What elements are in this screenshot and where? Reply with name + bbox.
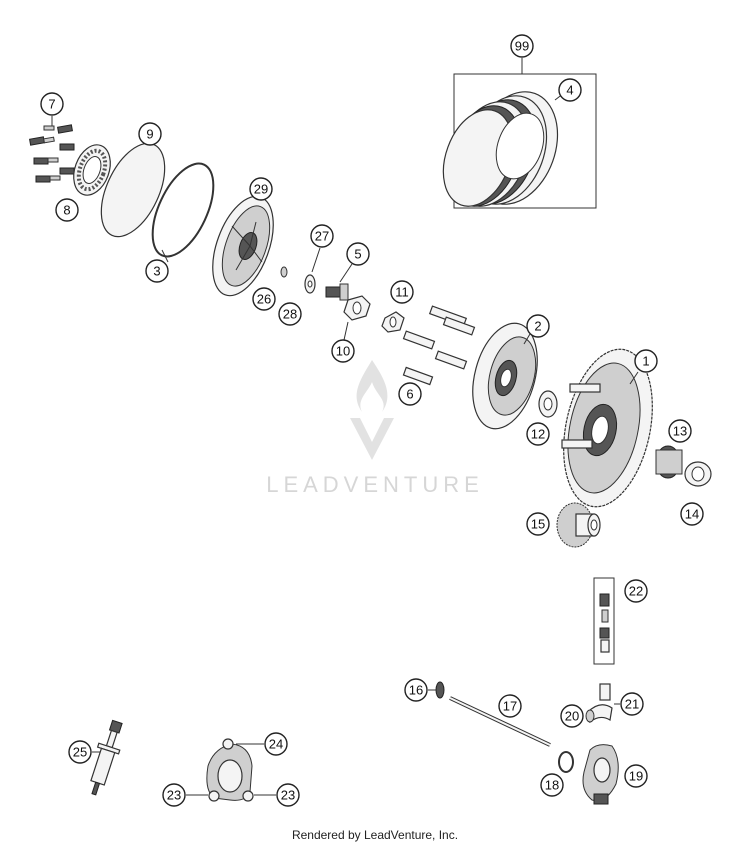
callout-label: 11 xyxy=(395,285,409,300)
pressure-plate xyxy=(212,195,274,297)
callout-9[interactable]: 9 xyxy=(138,122,162,146)
callout-label: 4 xyxy=(566,83,573,98)
flame-logo-icon xyxy=(356,360,388,412)
callout-20[interactable]: 20 xyxy=(560,704,584,728)
callout-label: 17 xyxy=(503,699,517,714)
pushrod xyxy=(435,681,551,747)
callout-25[interactable]: 25 xyxy=(68,740,92,764)
callout-2[interactable]: 2 xyxy=(526,314,550,338)
callout-27[interactable]: 27 xyxy=(310,224,334,248)
callout-label: 19 xyxy=(629,769,643,784)
callout-label: 24 xyxy=(269,737,283,752)
callout-13[interactable]: 13 xyxy=(668,419,692,443)
grease-syringe xyxy=(90,719,123,796)
callout-label: 1 xyxy=(642,354,649,369)
clutch-slave-cover xyxy=(206,738,254,802)
callout-label: 7 xyxy=(48,97,55,112)
leadventure-watermark: LEADVENTURE xyxy=(266,360,484,497)
callout-21[interactable]: 21 xyxy=(620,692,644,716)
callout-label: 25 xyxy=(73,745,87,760)
callout-label: 9 xyxy=(146,127,153,142)
callout-6[interactable]: 6 xyxy=(398,382,422,406)
callout-11[interactable]: 11 xyxy=(390,280,414,304)
bolt-set xyxy=(29,124,75,183)
small-washer xyxy=(280,266,288,278)
callout-10[interactable]: 10 xyxy=(331,339,355,363)
callout-label: 27 xyxy=(315,229,329,244)
callout-label: 21 xyxy=(625,697,639,712)
callout-4[interactable]: 4 xyxy=(558,78,582,102)
callout-label: 14 xyxy=(685,507,699,522)
o-ring xyxy=(151,162,215,258)
footer-credit: Rendered by LeadVenture, Inc. xyxy=(291,828,459,842)
bleed-kit-box xyxy=(593,577,615,665)
slave-o-ring xyxy=(558,751,574,773)
callout-16[interactable]: 16 xyxy=(404,678,428,702)
callout-label: 28 xyxy=(283,307,297,322)
callout-1[interactable]: 1 xyxy=(634,349,658,373)
callout-22[interactable]: 22 xyxy=(624,579,648,603)
callout-label: 15 xyxy=(531,517,545,532)
callout-label: 6 xyxy=(406,387,413,402)
clutch-spring-pins xyxy=(402,305,476,386)
callout-label: 23 xyxy=(281,788,295,803)
callout-label: 2 xyxy=(534,319,541,334)
callout-28[interactable]: 28 xyxy=(278,302,302,326)
callout-29[interactable]: 29 xyxy=(249,177,273,201)
callout-label: 16 xyxy=(409,683,423,698)
primary-gear xyxy=(556,502,601,548)
callout-label: 20 xyxy=(565,709,579,724)
callout-label: 8 xyxy=(63,203,70,218)
callout-8[interactable]: 8 xyxy=(55,198,79,222)
callout-label: 10 xyxy=(336,344,350,359)
callout-label: 5 xyxy=(354,247,361,262)
callout-label: 13 xyxy=(673,424,687,439)
callout-label: 18 xyxy=(545,778,559,793)
callout-label: 26 xyxy=(257,292,271,307)
clutch-basket-gear xyxy=(561,348,653,508)
banjo-fitting xyxy=(585,683,613,724)
callout-23-left[interactable]: 23 xyxy=(162,783,186,807)
pushrod-pin xyxy=(325,283,349,301)
callout-label: 99 xyxy=(515,39,529,54)
callout-18[interactable]: 18 xyxy=(540,773,564,797)
callout-24[interactable]: 24 xyxy=(264,732,288,756)
callout-14[interactable]: 14 xyxy=(680,502,704,526)
callout-23-right[interactable]: 23 xyxy=(276,783,300,807)
slave-cylinder xyxy=(582,744,619,805)
callout-19[interactable]: 19 xyxy=(624,764,648,788)
callout-5[interactable]: 5 xyxy=(346,242,370,266)
callout-7[interactable]: 7 xyxy=(40,92,64,116)
v-logo-icon xyxy=(350,418,394,460)
callout-12[interactable]: 12 xyxy=(526,422,550,446)
clutch-inner-hub xyxy=(472,322,538,430)
watermark-text: LEADVENTURE xyxy=(266,472,484,497)
callout-3[interactable]: 3 xyxy=(145,259,169,283)
callout-17[interactable]: 17 xyxy=(498,694,522,718)
callout-26[interactable]: 26 xyxy=(252,287,276,311)
callout-label: 12 xyxy=(531,427,545,442)
thrust-bearing xyxy=(73,144,111,196)
callout-label: 29 xyxy=(254,182,268,197)
clutch-disc-pack xyxy=(442,91,559,207)
callout-label: 23 xyxy=(167,788,181,803)
callout-label: 22 xyxy=(629,584,643,599)
bleed-valve-parts xyxy=(599,593,610,653)
callout-label: 3 xyxy=(153,264,160,279)
callout-15[interactable]: 15 xyxy=(526,512,550,536)
callout-99[interactable]: 99 xyxy=(510,34,534,58)
